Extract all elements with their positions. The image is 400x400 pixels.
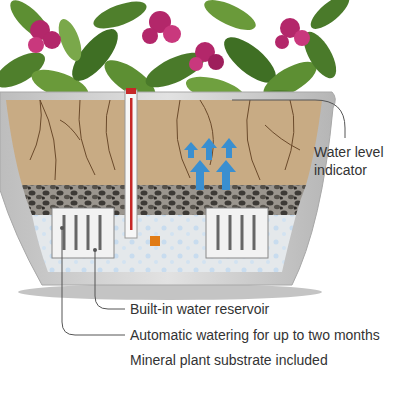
callout-label: Water level indicator [314,143,398,179]
roots [30,100,300,180]
basket-slots [64,215,254,250]
callout-label: Built-in water reservoir [130,300,392,318]
pot-body [0,92,335,285]
substrate-baskets [52,208,268,258]
callout-label: Automatic watering for up to two months [130,326,392,344]
indicator-cap [126,88,136,94]
leader-lines [62,100,345,335]
flowers [28,11,310,71]
pot-shadow [18,284,322,300]
filling-valve [150,236,160,246]
indicator-rod [130,98,133,230]
callout-label: Mineral plant substrate included [130,351,392,369]
indicator-tube [125,90,137,238]
soil-layer [6,100,322,185]
water-arrows [184,138,237,190]
leader-dot [93,248,97,252]
leader-dot [60,226,64,230]
